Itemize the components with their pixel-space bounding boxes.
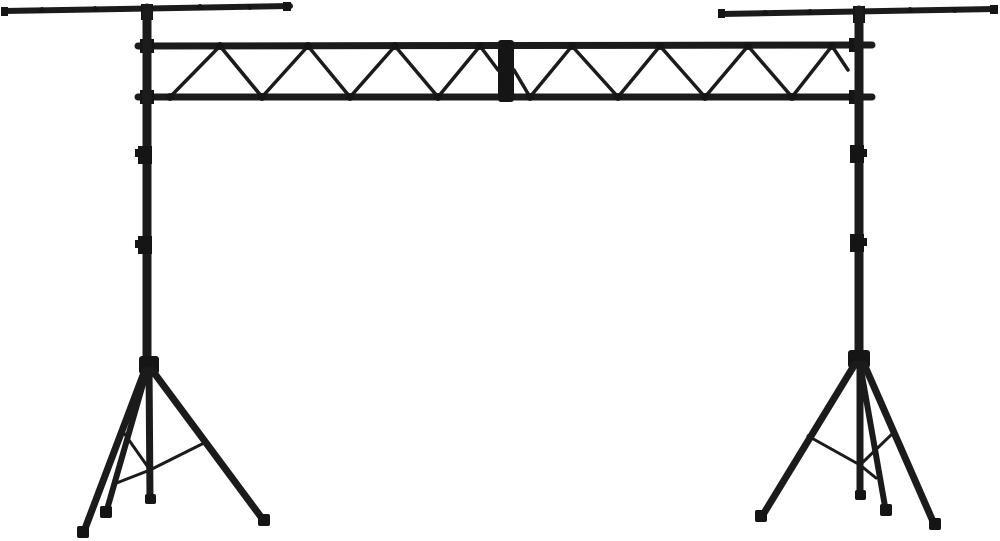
left-tripod-stand <box>77 3 270 538</box>
truss <box>134 38 876 104</box>
right-tripod-stand <box>755 5 941 530</box>
